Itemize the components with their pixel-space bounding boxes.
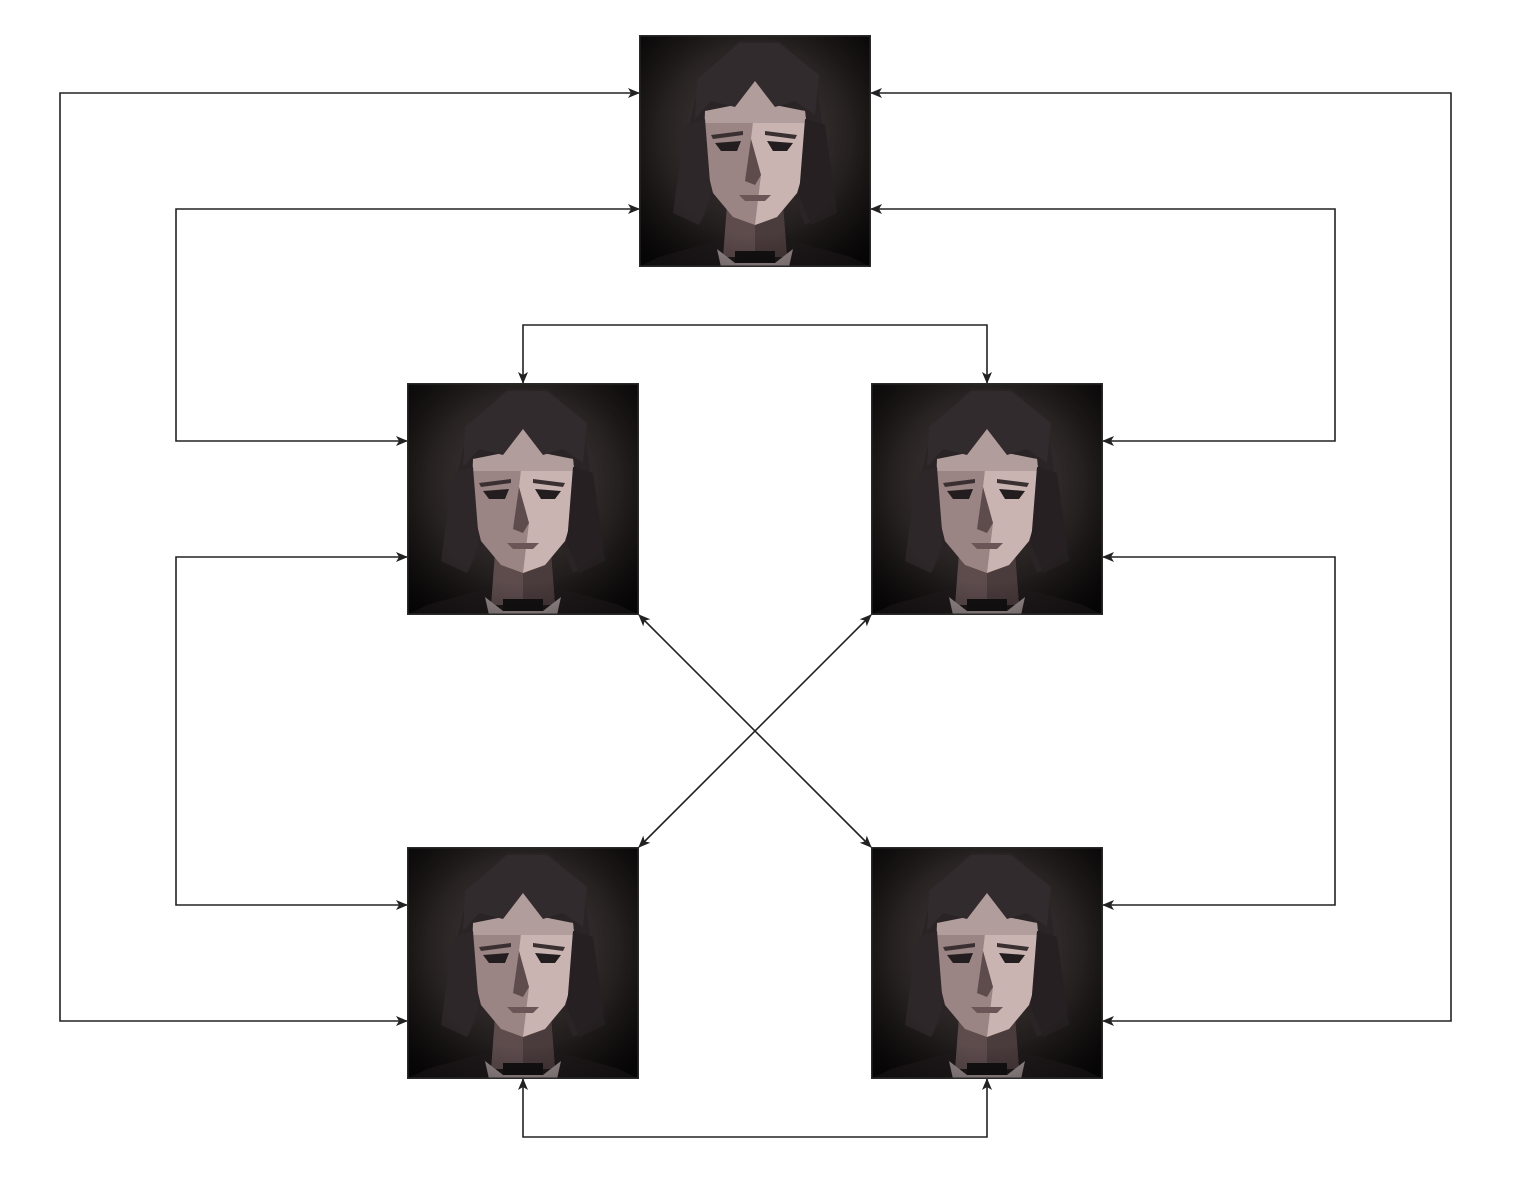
edge-top-to-bottom-right: [870, 88, 1452, 1026]
node-top: [639, 35, 871, 267]
edge-mid-left-to-mid-right: [518, 324, 992, 384]
edge-top-to-bottom-left: [59, 88, 640, 1026]
edges-layer: [59, 88, 1452, 1138]
portrait-icon: [407, 383, 639, 615]
edge-mid-right-to-bottom-left: [638, 614, 872, 848]
portrait-icon: [639, 35, 871, 267]
edge-bottom-left-to-bottom-right: [518, 1078, 992, 1138]
edge-mid-left-to-bottom-left: [175, 552, 408, 910]
edge-mid-right-to-bottom-right: [1102, 552, 1336, 910]
node-bottom-right: [871, 847, 1103, 1079]
portrait-icon: [871, 383, 1103, 615]
node-mid-left: [407, 383, 639, 615]
node-bottom-left: [407, 847, 639, 1079]
node-mid-right: [871, 383, 1103, 615]
portrait-icon: [407, 847, 639, 1079]
nodes-layer: [407, 35, 1103, 1079]
portrait-icon: [871, 847, 1103, 1079]
